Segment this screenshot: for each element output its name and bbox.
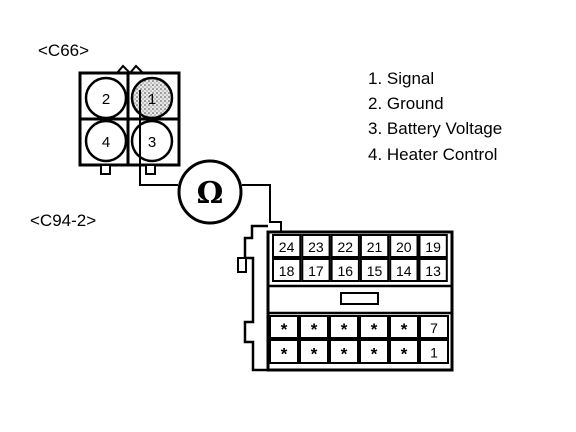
c94-pin-label: 15: [367, 263, 383, 279]
c94-pin-label: 23: [308, 239, 324, 255]
c94-pin-label: 22: [338, 239, 354, 255]
c94-pin-label: 7: [430, 320, 438, 336]
c66-pin-4-label: 4: [102, 134, 110, 151]
c94-pin-label: *: [311, 345, 318, 364]
c94-pin-cell: [329, 339, 359, 364]
c94-pin-cell: [359, 339, 389, 364]
c94-pin-cell: [301, 258, 331, 282]
c94-pin-cell: [389, 339, 419, 364]
c94-label: <C94-2>: [30, 211, 96, 230]
legend-item-4: 4. Heater Control: [368, 145, 497, 164]
ohmmeter-icon: Ω: [177, 159, 243, 225]
c66-pin-3: [130, 119, 174, 163]
c94-pin-label: *: [341, 320, 348, 339]
c94-pin-cell: [299, 339, 329, 364]
c94-pin-label: *: [341, 345, 348, 364]
c94-pin-cell: [389, 234, 419, 258]
c94-pin-label: *: [311, 320, 318, 339]
legend-item-2: 2. Ground: [368, 94, 444, 113]
c94-pin-cell: [299, 315, 329, 339]
c94-pin-cell: [330, 258, 360, 282]
pin-legend: 1. Signal 2. Ground 3. Battery Voltage 4…: [368, 69, 502, 164]
c94-pin-label: 17: [308, 263, 324, 279]
c94-pin-cell: [419, 315, 449, 339]
c94-pin-label: 1: [430, 345, 438, 361]
c94-pin-label: *: [281, 320, 288, 339]
c94-pin-cell: [301, 234, 331, 258]
c94-pin-label: 24: [279, 239, 295, 255]
c94-pin-cell: [389, 315, 419, 339]
c94-pin-label: *: [371, 320, 378, 339]
c66-label: <C66>: [38, 41, 89, 60]
c94-pin-cell: [389, 258, 419, 282]
c94-pin-label: 13: [425, 263, 441, 279]
c94-pin-label: 14: [396, 263, 412, 279]
c94-pin-label: 21: [367, 239, 383, 255]
c66-pin-3-label: 3: [148, 134, 156, 151]
c94-pin-cell: [269, 315, 299, 339]
c94-pin-cell: [418, 234, 448, 258]
c66-pin-1-label: 1: [148, 91, 156, 108]
c94-pin-cell: [272, 258, 302, 282]
legend-item-3: 3. Battery Voltage: [368, 119, 502, 138]
c66-pin-4: [84, 119, 128, 163]
c94-pin-cell: [418, 258, 448, 282]
c94-pin-cell: [359, 258, 390, 282]
c94-pin-cell: [359, 234, 390, 258]
c66-pin-2: [84, 76, 128, 120]
c94-pin-label: *: [281, 345, 288, 364]
c94-pin-cell: [269, 339, 299, 364]
c94-pin-cell: [359, 315, 389, 339]
c94-pin-cell: [419, 339, 449, 364]
c94-pin-cell: [272, 234, 302, 258]
probe-wire-c66: [139, 90, 178, 186]
c66-pin-1: [130, 76, 174, 120]
ohm-symbol: Ω: [197, 176, 224, 211]
c94-pin-label: 19: [425, 239, 441, 255]
c94-pin-label: *: [401, 320, 408, 339]
c94-pin-cell: [329, 315, 359, 339]
c94-pin-label: 16: [338, 263, 354, 279]
c94-pin-label: 18: [279, 263, 295, 279]
c94-pin-label: 20: [396, 239, 412, 255]
legend-item-1: 1. Signal: [368, 69, 434, 88]
c94-pin-label: *: [371, 345, 378, 364]
c94-pin-label: *: [401, 345, 408, 364]
c94-pin-grid: 24 23 22 21 20 19 18 17 16 15 14 13 * * * * * 7 * * * * * 1: [269, 234, 449, 364]
c94-pin-cell: [330, 234, 360, 258]
c66-pin-2-label: 2: [102, 91, 110, 108]
c66-connector: 2 1 4 3: [78, 64, 181, 175]
